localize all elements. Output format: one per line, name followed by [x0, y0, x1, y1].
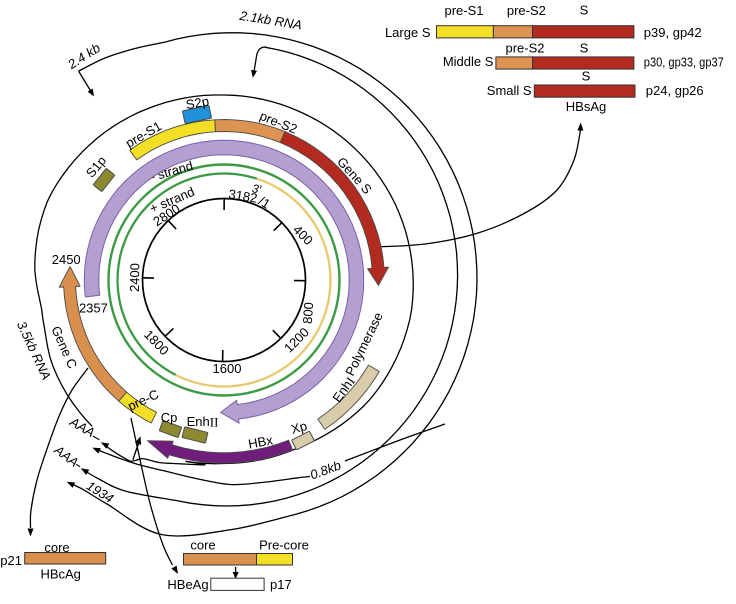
svg-text:2450: 2450: [52, 252, 81, 267]
svg-text:1600: 1600: [213, 361, 242, 376]
svg-text:800: 800: [300, 302, 316, 325]
svg-text:Cp: Cp: [161, 410, 178, 425]
svg-text:core: core: [190, 537, 215, 552]
svg-text:pre-S2: pre-S2: [507, 3, 546, 18]
svg-text:HBsAg: HBsAg: [566, 99, 606, 114]
svg-text:EnhII: EnhII: [187, 414, 219, 429]
svg-text:pre-S2: pre-S2: [505, 41, 544, 56]
svg-text:Large S: Large S: [385, 25, 431, 40]
svg-text:HBcAg: HBcAg: [40, 567, 80, 582]
svg-text:p39, gp42: p39, gp42: [644, 25, 702, 40]
svg-text:S: S: [580, 3, 589, 18]
svg-text:pre-S1: pre-S1: [444, 3, 483, 18]
svg-text:HBeAg: HBeAg: [167, 577, 208, 592]
svg-text:p17: p17: [270, 577, 292, 592]
svg-text:Small S: Small S: [487, 83, 532, 98]
svg-text:2400: 2400: [127, 263, 143, 292]
svg-text:2357: 2357: [79, 300, 108, 315]
svg-text:S: S: [580, 41, 589, 56]
svg-text:p21: p21: [0, 553, 22, 568]
svg-text:p30, gp33, gp37: p30, gp33, gp37: [644, 54, 724, 69]
svg-text:p24, gp26: p24, gp26: [646, 83, 704, 98]
svg-text:Middle S: Middle S: [443, 54, 494, 69]
svg-text:S: S: [582, 69, 591, 84]
svg-text:Pre-core: Pre-core: [259, 537, 309, 552]
